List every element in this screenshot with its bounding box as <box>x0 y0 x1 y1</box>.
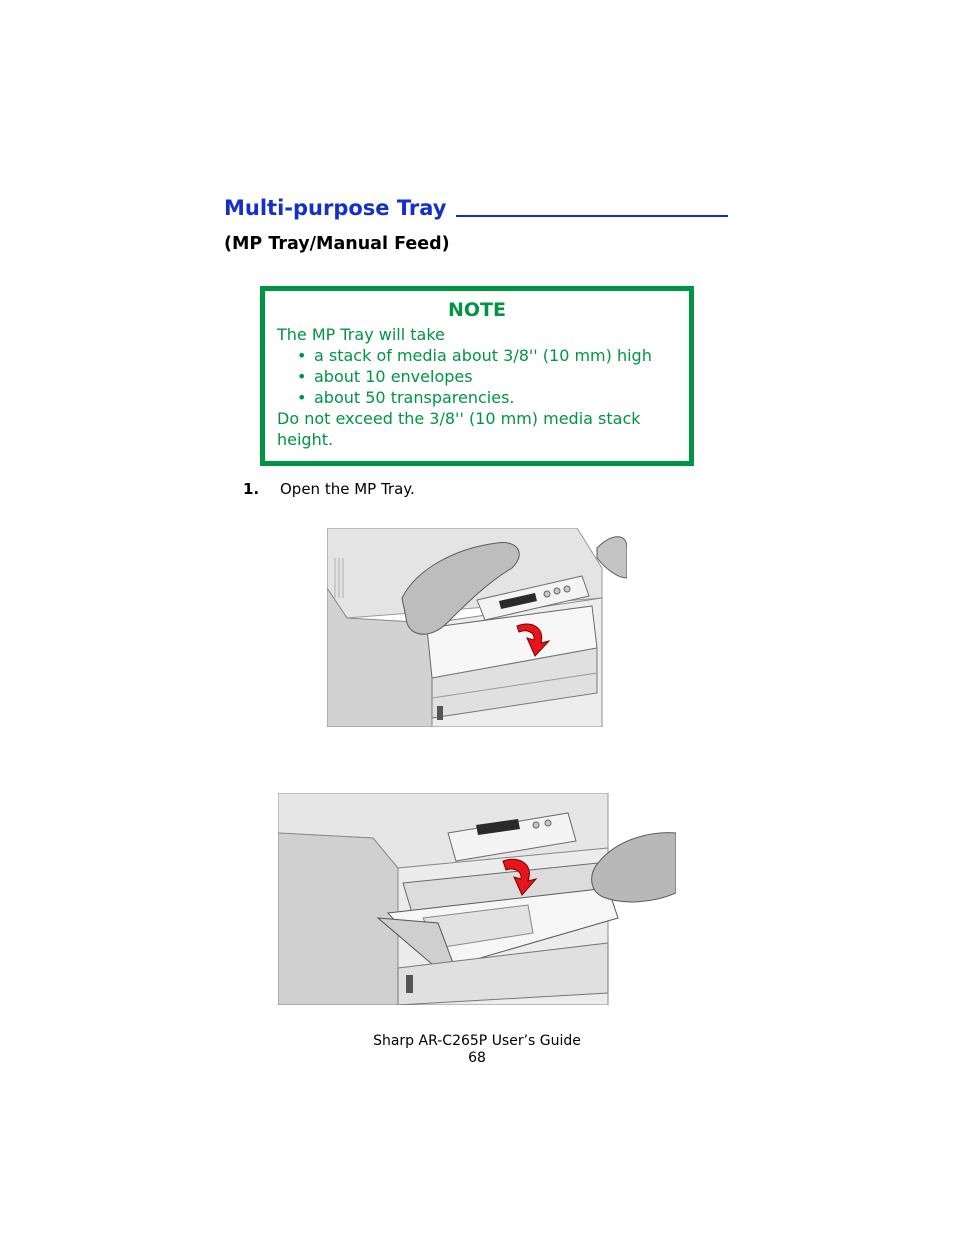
note-list-item: • about 50 transparencies. <box>297 387 677 408</box>
bullet-icon: • <box>297 367 307 386</box>
step-1: 1. Open the MP Tray. <box>243 479 415 499</box>
footer-guide-name: Sharp AR-C265P User’s Guide <box>373 1033 581 1049</box>
step-number: 1. <box>243 480 260 498</box>
note-warning: Do not exceed the 3/8'' (10 mm) media st… <box>277 409 641 449</box>
note-list-item: • a stack of media about 3/8'' (10 mm) hi… <box>297 345 677 366</box>
note-box: NOTE The MP Tray will take • a stack of m… <box>260 286 694 466</box>
bullet-icon: • <box>297 388 307 407</box>
note-item-text: a stack of media about 3/8'' (10 mm) hig… <box>314 346 652 365</box>
section-title: Multi-purpose Tray <box>224 196 728 220</box>
note-intro: The MP Tray will take <box>277 325 445 344</box>
note-list: • a stack of media about 3/8'' (10 mm) hi… <box>277 345 677 408</box>
footer-page-number: 68 <box>468 1050 486 1066</box>
note-list-item: • about 10 envelopes <box>297 366 677 387</box>
note-item-text: about 50 transparencies. <box>314 388 515 407</box>
note-heading: NOTE <box>448 299 506 321</box>
bullet-icon: • <box>297 346 307 365</box>
printer-front-cover-opening-photo <box>327 528 627 727</box>
section-title-text: Multi-purpose Tray <box>224 196 447 220</box>
section-subtitle: (MP Tray/Manual Feed) <box>224 234 450 254</box>
mp-tray-lowered-photo <box>278 793 676 1005</box>
step-text: Open the MP Tray. <box>280 480 415 498</box>
note-item-text: about 10 envelopes <box>314 367 473 386</box>
title-underline <box>456 215 728 217</box>
